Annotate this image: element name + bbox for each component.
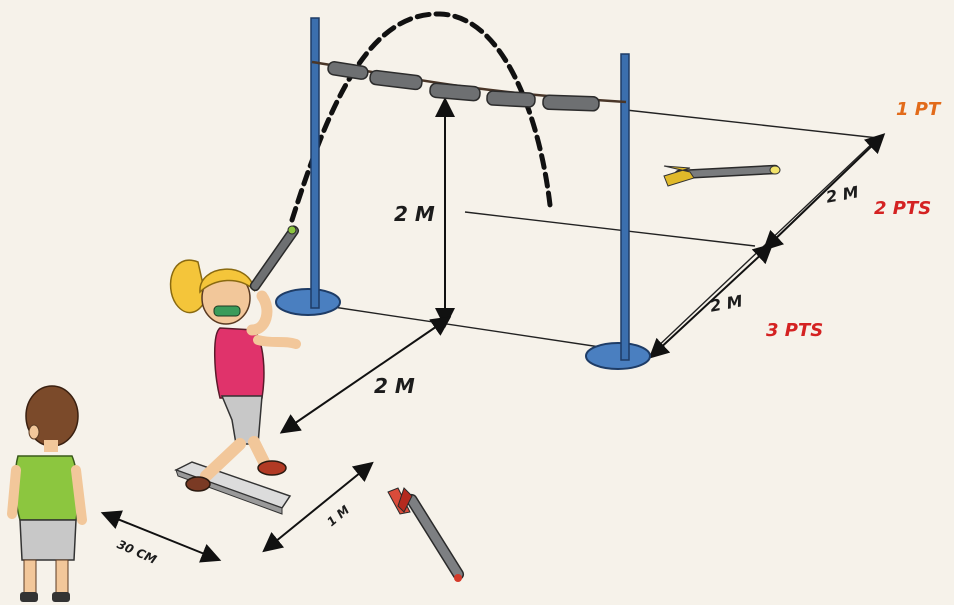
crossbar-tube-2: [369, 69, 423, 91]
right-pole: [585, 53, 651, 370]
held-javelin: [249, 225, 300, 292]
ground-line-front: [319, 304, 621, 351]
crossbar-tube-3: [429, 82, 481, 102]
observer-distance-arrow: [100, 510, 222, 563]
crossbar: [311, 60, 627, 112]
throw-distance-arrow: [279, 316, 452, 434]
landed-javelin: [663, 164, 781, 187]
score-label-far: 1 PT: [896, 99, 941, 120]
left-pole: [275, 17, 341, 316]
ground-javelin: [387, 487, 465, 582]
observer-boy: [7, 385, 87, 602]
left-pole-shaft: [310, 17, 320, 309]
crossbar-tube-4: [486, 90, 536, 108]
throw-distance-label: 2 M: [374, 374, 415, 398]
right-pole-shaft: [620, 53, 630, 361]
javelin-fins: [663, 165, 695, 187]
crossbar-tube-5: [542, 94, 600, 112]
right-pole-base: [585, 342, 651, 370]
dimension-arrows: [100, 97, 886, 563]
ground-line-far: [625, 109, 879, 139]
zone-depth-arrow-2: [648, 243, 774, 359]
score-label-near: 3 PTS: [766, 320, 824, 341]
javelin-trajectory: [289, 11, 553, 223]
zone-depth-arrow-1: [762, 133, 886, 251]
height-label: 2 M: [394, 202, 435, 226]
left-pole-base: [275, 288, 341, 316]
score-label-middle: 2 PTS: [874, 198, 932, 219]
ground-line-middle: [464, 211, 756, 247]
thrower-girl: [169, 225, 301, 492]
board-length-arrow: [262, 461, 374, 553]
crossbar-tube-1: [327, 61, 369, 80]
ground-guide-lines: [319, 109, 879, 351]
